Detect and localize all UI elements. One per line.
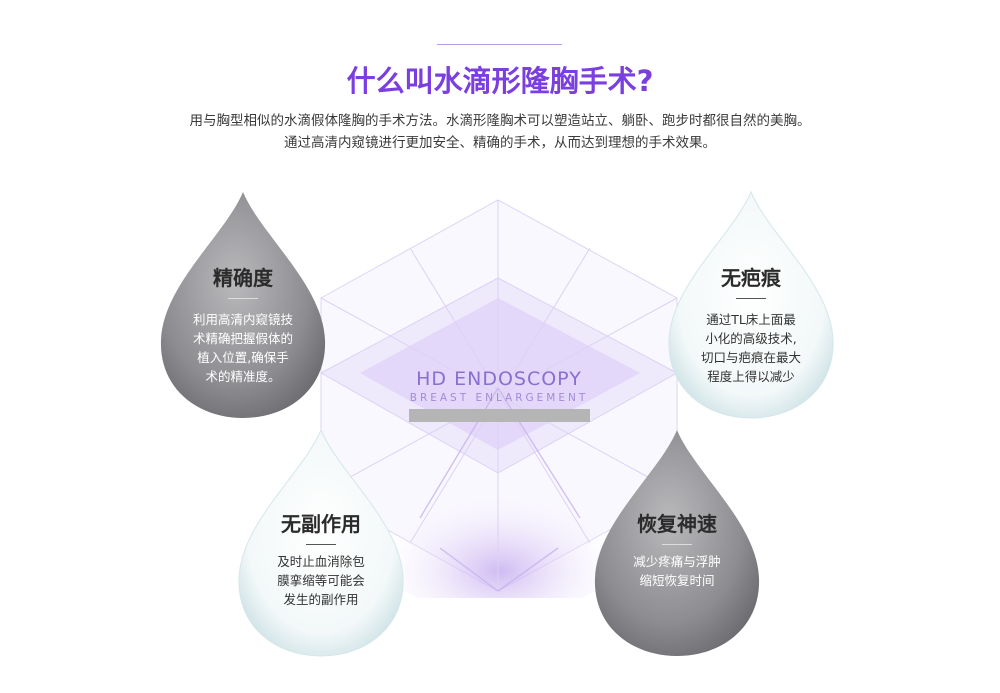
hd-endoscopy-logo: HD ENDOSCOPY BREAST ENLARGEMENT <box>405 368 593 422</box>
desc-line: 术的精准度。 <box>205 369 281 384</box>
desc-line: 通过TL床上面最 <box>706 312 796 327</box>
feature-title: 无疤痕 <box>721 266 781 290</box>
feature-description: 通过TL床上面最 小化的高级技术, 切口与疤痕在最大 程度上得以减少 <box>651 310 851 386</box>
description-line-1: 用与胸型相似的水滴假体隆胸的手术方法。水滴形隆胸术可以塑造站立、躺卧、跑步时都很… <box>189 113 811 129</box>
title-divider <box>662 544 692 545</box>
feature-title: 无副作用 <box>281 512 361 536</box>
desc-line: 利用高清内窥镜技 <box>192 312 293 327</box>
desc-line: 切口与疤痕在最大 <box>700 350 801 365</box>
feature-description: 减少疼痛与浮肿 缩短恢复时间 <box>577 552 777 590</box>
desc-line: 程度上得以减少 <box>707 369 795 384</box>
logo-main-text: HD ENDOSCOPY <box>416 368 582 390</box>
light-drop-shape <box>238 428 404 657</box>
desc-line: 术精确把握假体的 <box>192 331 293 346</box>
feature-drop-no-side-effect: 无副作用 及时止血消除包 膜挛缩等可能会 发生的副作用 <box>221 428 421 658</box>
feature-drop-precision: 精确度 利用高清内窥镜技 术精确把握假体的 植入位置,确保手 术的精准度。 <box>143 190 343 420</box>
feature-drop-fast-recovery: 恢复神速 减少疼痛与浮肿 缩短恢复时间 <box>577 428 777 658</box>
desc-line: 植入位置,确保手 <box>197 350 289 365</box>
feature-description: 及时止血消除包 膜挛缩等可能会 发生的副作用 <box>221 552 421 609</box>
desc-line: 小化的高级技术, <box>705 331 797 346</box>
feature-description: 利用高清内窥镜技 术精确把握假体的 植入位置,确保手 术的精准度。 <box>143 310 343 386</box>
title-divider <box>228 298 258 299</box>
title-rule <box>437 44 562 45</box>
title-divider <box>306 544 336 545</box>
desc-line: 发生的副作用 <box>283 592 359 607</box>
title-divider <box>736 298 766 299</box>
logo-sub-text: BREAST ENLARGEMENT <box>409 392 589 404</box>
desc-line: 缩短恢复时间 <box>639 573 715 588</box>
page-title: 什么叫水滴形隆胸手术? <box>346 64 654 98</box>
feature-title: 恢复神速 <box>637 512 717 536</box>
desc-line: 及时止血消除包 <box>277 554 365 569</box>
feature-drop-no-scar: 无疤痕 通过TL床上面最 小化的高级技术, 切口与疤痕在最大 程度上得以减少 <box>651 190 851 420</box>
dark-drop-shape <box>594 430 760 656</box>
description-line-2: 通过高清内窥镜进行更加安全、精确的手术，从而达到理想的手术效果。 <box>284 135 716 151</box>
desc-line: 膜挛缩等可能会 <box>277 573 365 588</box>
light-drop-shape <box>668 190 834 419</box>
feature-title: 精确度 <box>213 266 273 290</box>
page-description: 用与胸型相似的水滴假体隆胸的手术方法。水滴形隆胸术可以塑造站立、躺卧、跑步时都很… <box>0 110 1000 154</box>
desc-line: 减少疼痛与浮肿 <box>633 554 721 569</box>
logo-bar <box>408 409 590 422</box>
dark-drop-shape <box>160 192 326 418</box>
